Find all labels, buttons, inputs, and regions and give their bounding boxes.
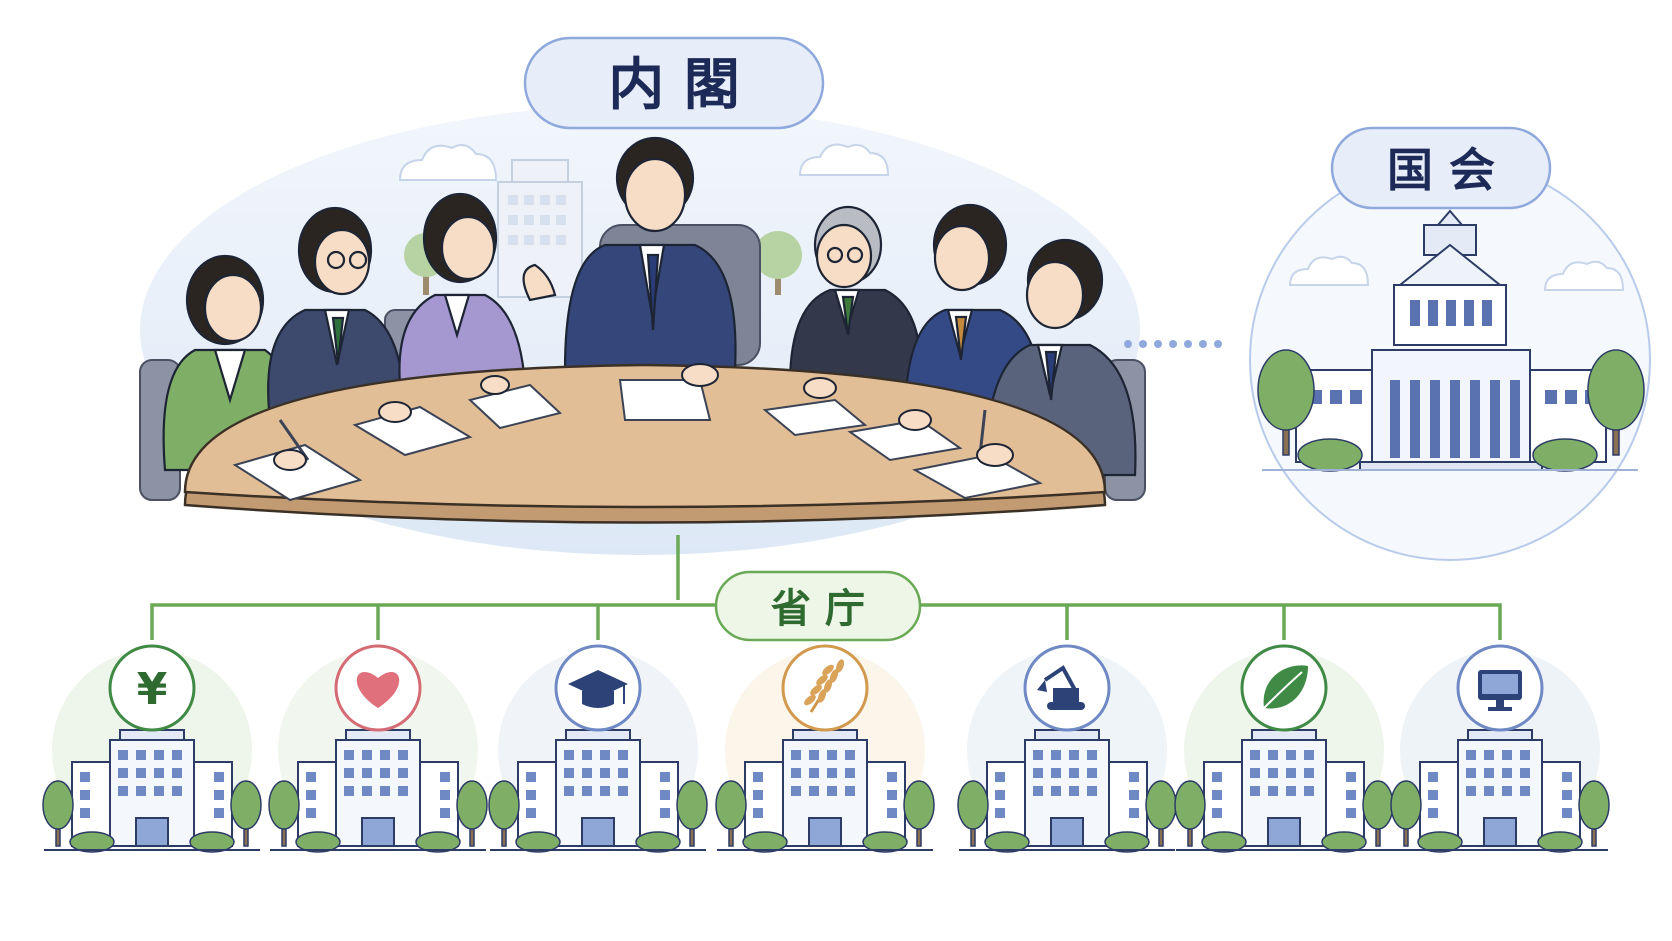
cabinet-diet-connector: [1124, 340, 1222, 348]
tree-icon: [488, 780, 708, 853]
hands: [273, 363, 1014, 471]
cloud-icon: [1288, 255, 1625, 291]
cabinet-scene: 内 閣: [139, 36, 1146, 555]
cloud-icon: [398, 143, 890, 181]
tree-icon: [715, 780, 935, 853]
ministry-building: [1390, 644, 1610, 853]
ministry-building: [268, 644, 488, 853]
ministry-buildings: ¥: [42, 644, 1610, 853]
tree-icon: [1390, 780, 1610, 853]
ministries-label: 省 庁: [714, 570, 922, 642]
tree-icon: [1174, 780, 1394, 853]
minister-figure: [162, 254, 297, 472]
yen-icon: ¥: [108, 644, 196, 732]
diet-label: 国 会: [1330, 126, 1552, 210]
diet-building: [1295, 209, 1607, 471]
excavator-icon: [1023, 644, 1111, 732]
tree-icon: [268, 780, 488, 853]
tree-icon: [1257, 349, 1645, 472]
monitor-icon: [1456, 644, 1544, 732]
ministry-building: [1174, 644, 1394, 853]
minister-figure: [788, 205, 922, 387]
diet-label-text: 国 会: [1387, 143, 1495, 197]
cabinet-label-text: 内 閣: [608, 53, 740, 118]
diet-scene: 国 会: [1249, 126, 1651, 561]
minister-figure-leader: [522, 136, 737, 372]
minister-figure: [398, 192, 527, 387]
yen-glyph: ¥: [137, 664, 168, 715]
cabinet-label: 内 閣: [523, 36, 825, 130]
ministry-building: [715, 644, 935, 853]
ministries-label-text: 省 庁: [771, 586, 865, 632]
ministry-building: ¥: [42, 644, 262, 853]
heart-icon: [334, 644, 422, 732]
leaf-icon: [1240, 644, 1328, 732]
tree-icon: [42, 780, 262, 853]
wheat-icon: [781, 644, 869, 732]
ministry-building: [957, 644, 1177, 853]
ministry-building: [488, 644, 708, 853]
tree-icon: [957, 780, 1177, 853]
graduation-cap-icon: [554, 644, 642, 732]
